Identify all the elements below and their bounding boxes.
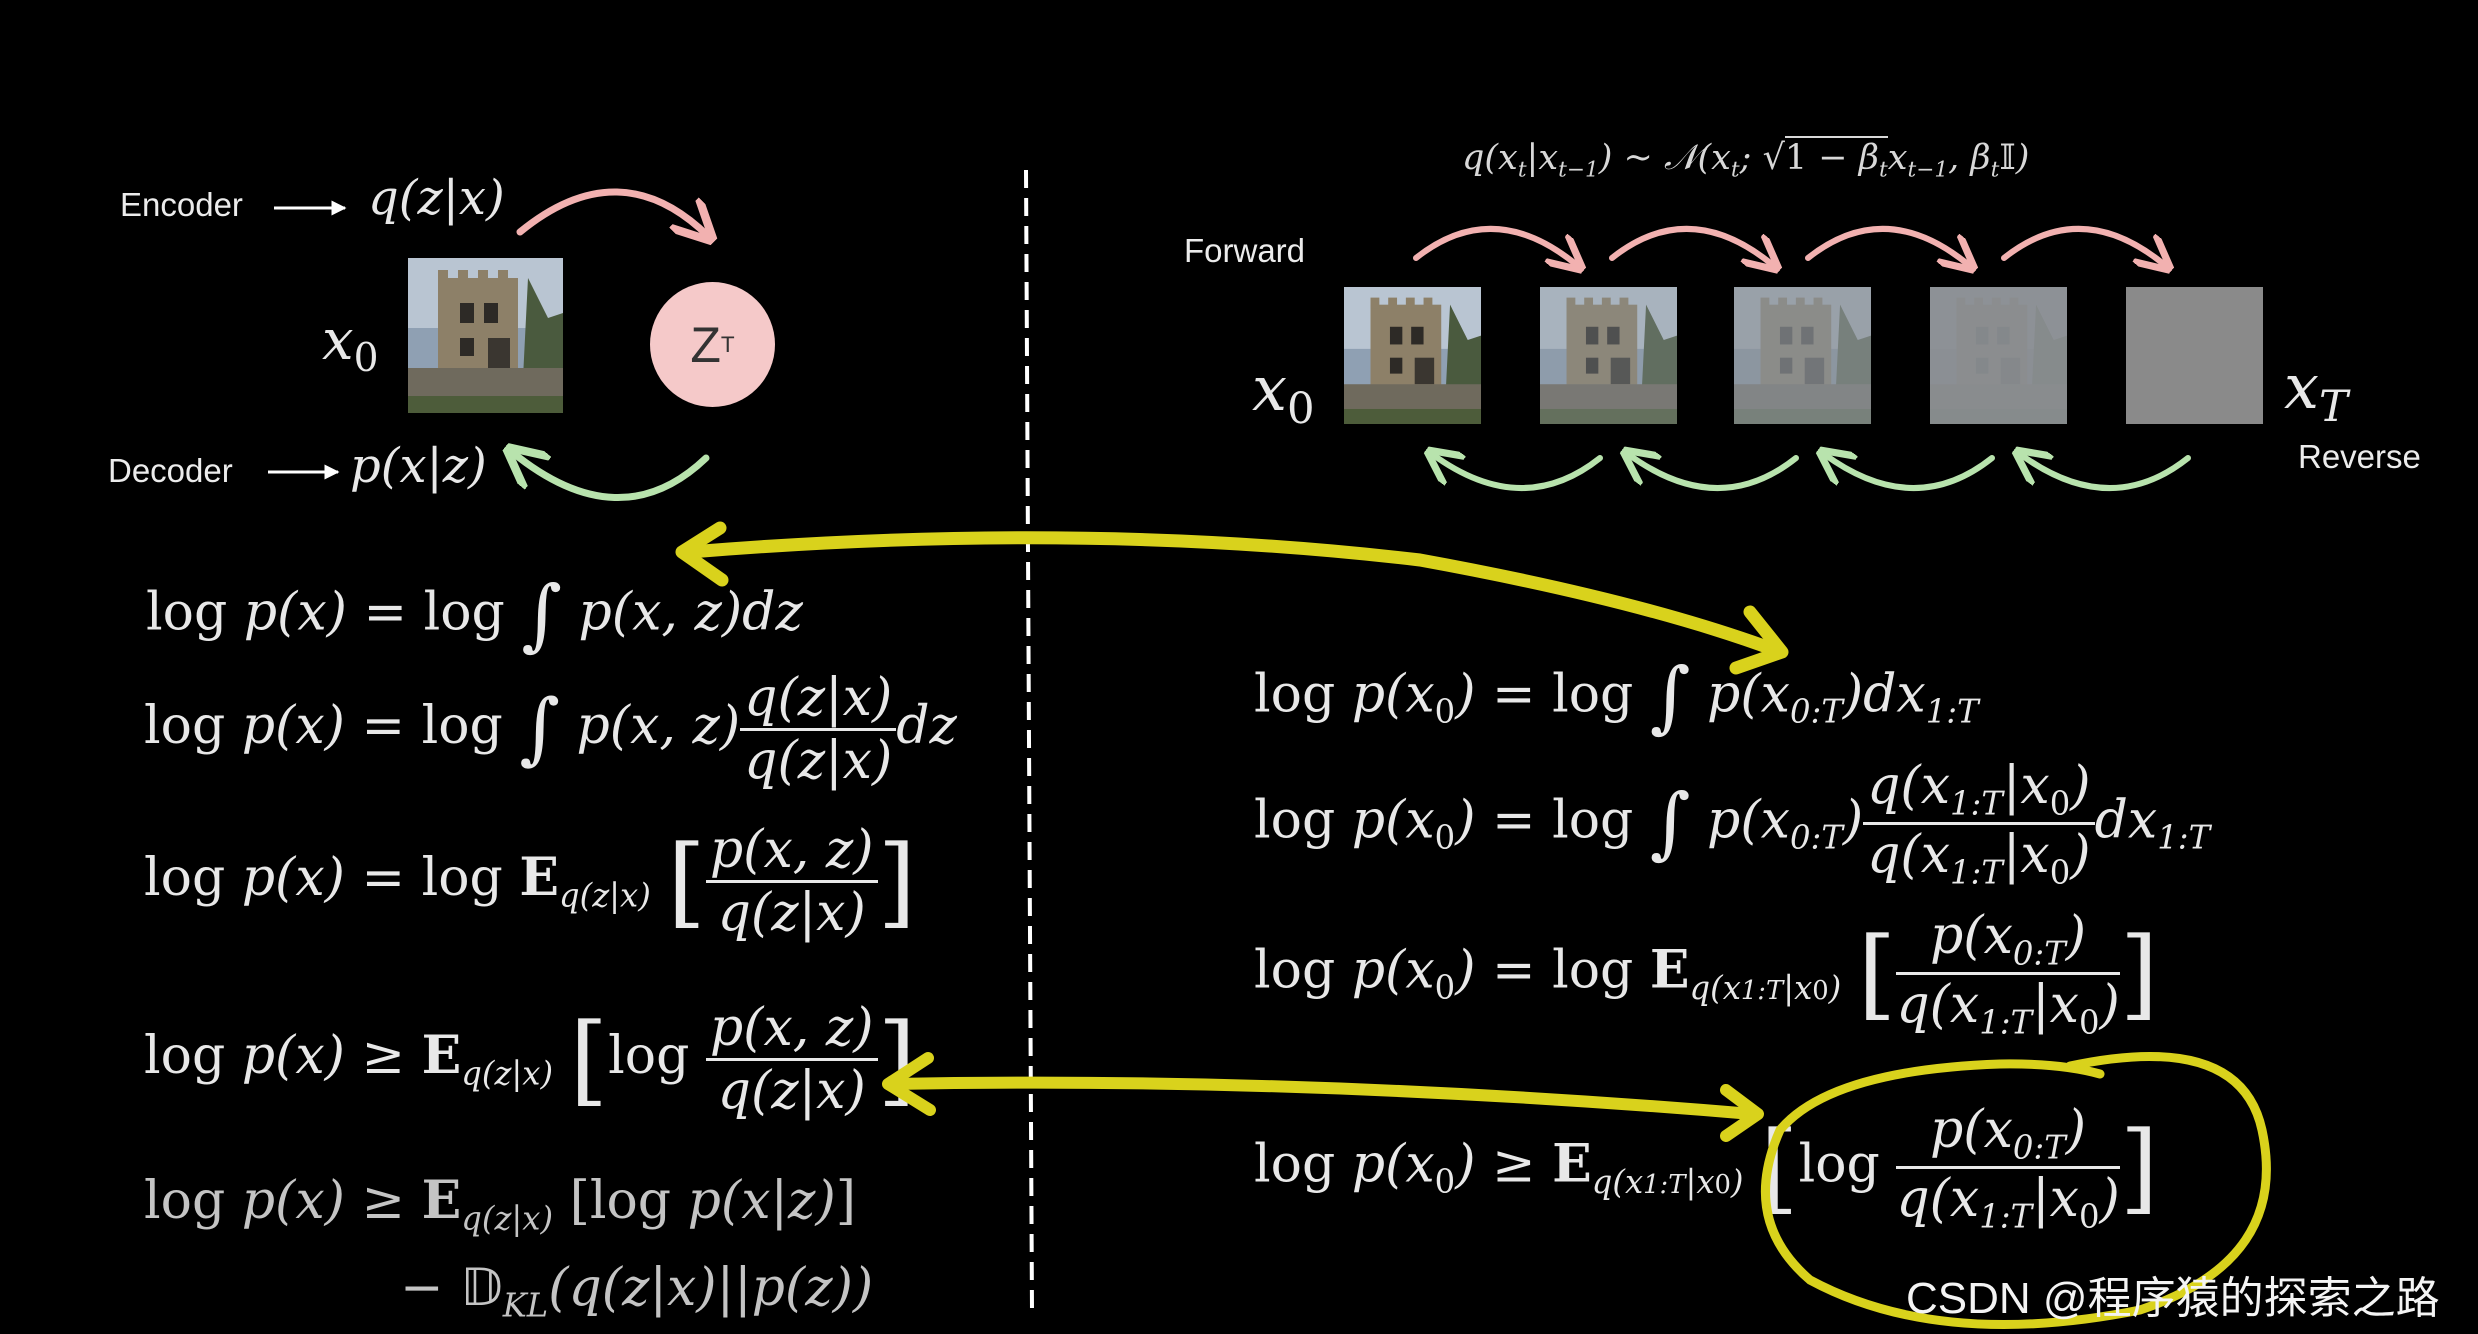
csdn-watermark: CSDN @程序猿的探索之路: [1906, 1262, 2440, 1326]
vae-encode-arrow: [520, 192, 708, 236]
forward-arrow-1: [1416, 229, 1578, 266]
forward-arrow-4: [2004, 229, 2166, 266]
highlight-arrow-top: [690, 538, 1775, 650]
reverse-arrow-1: [1432, 454, 1600, 488]
reverse-arrow-3: [1824, 454, 1992, 488]
reverse-arrow-2: [1628, 454, 1796, 488]
forward-arrow-2: [1612, 229, 1774, 266]
highlight-arrow-bottom: [892, 1083, 1752, 1114]
vae-decode-arrow: [512, 452, 706, 498]
reverse-arrow-4: [2020, 454, 2188, 488]
forward-arrow-3: [1808, 229, 1970, 266]
divider-line: [1026, 170, 1032, 1312]
